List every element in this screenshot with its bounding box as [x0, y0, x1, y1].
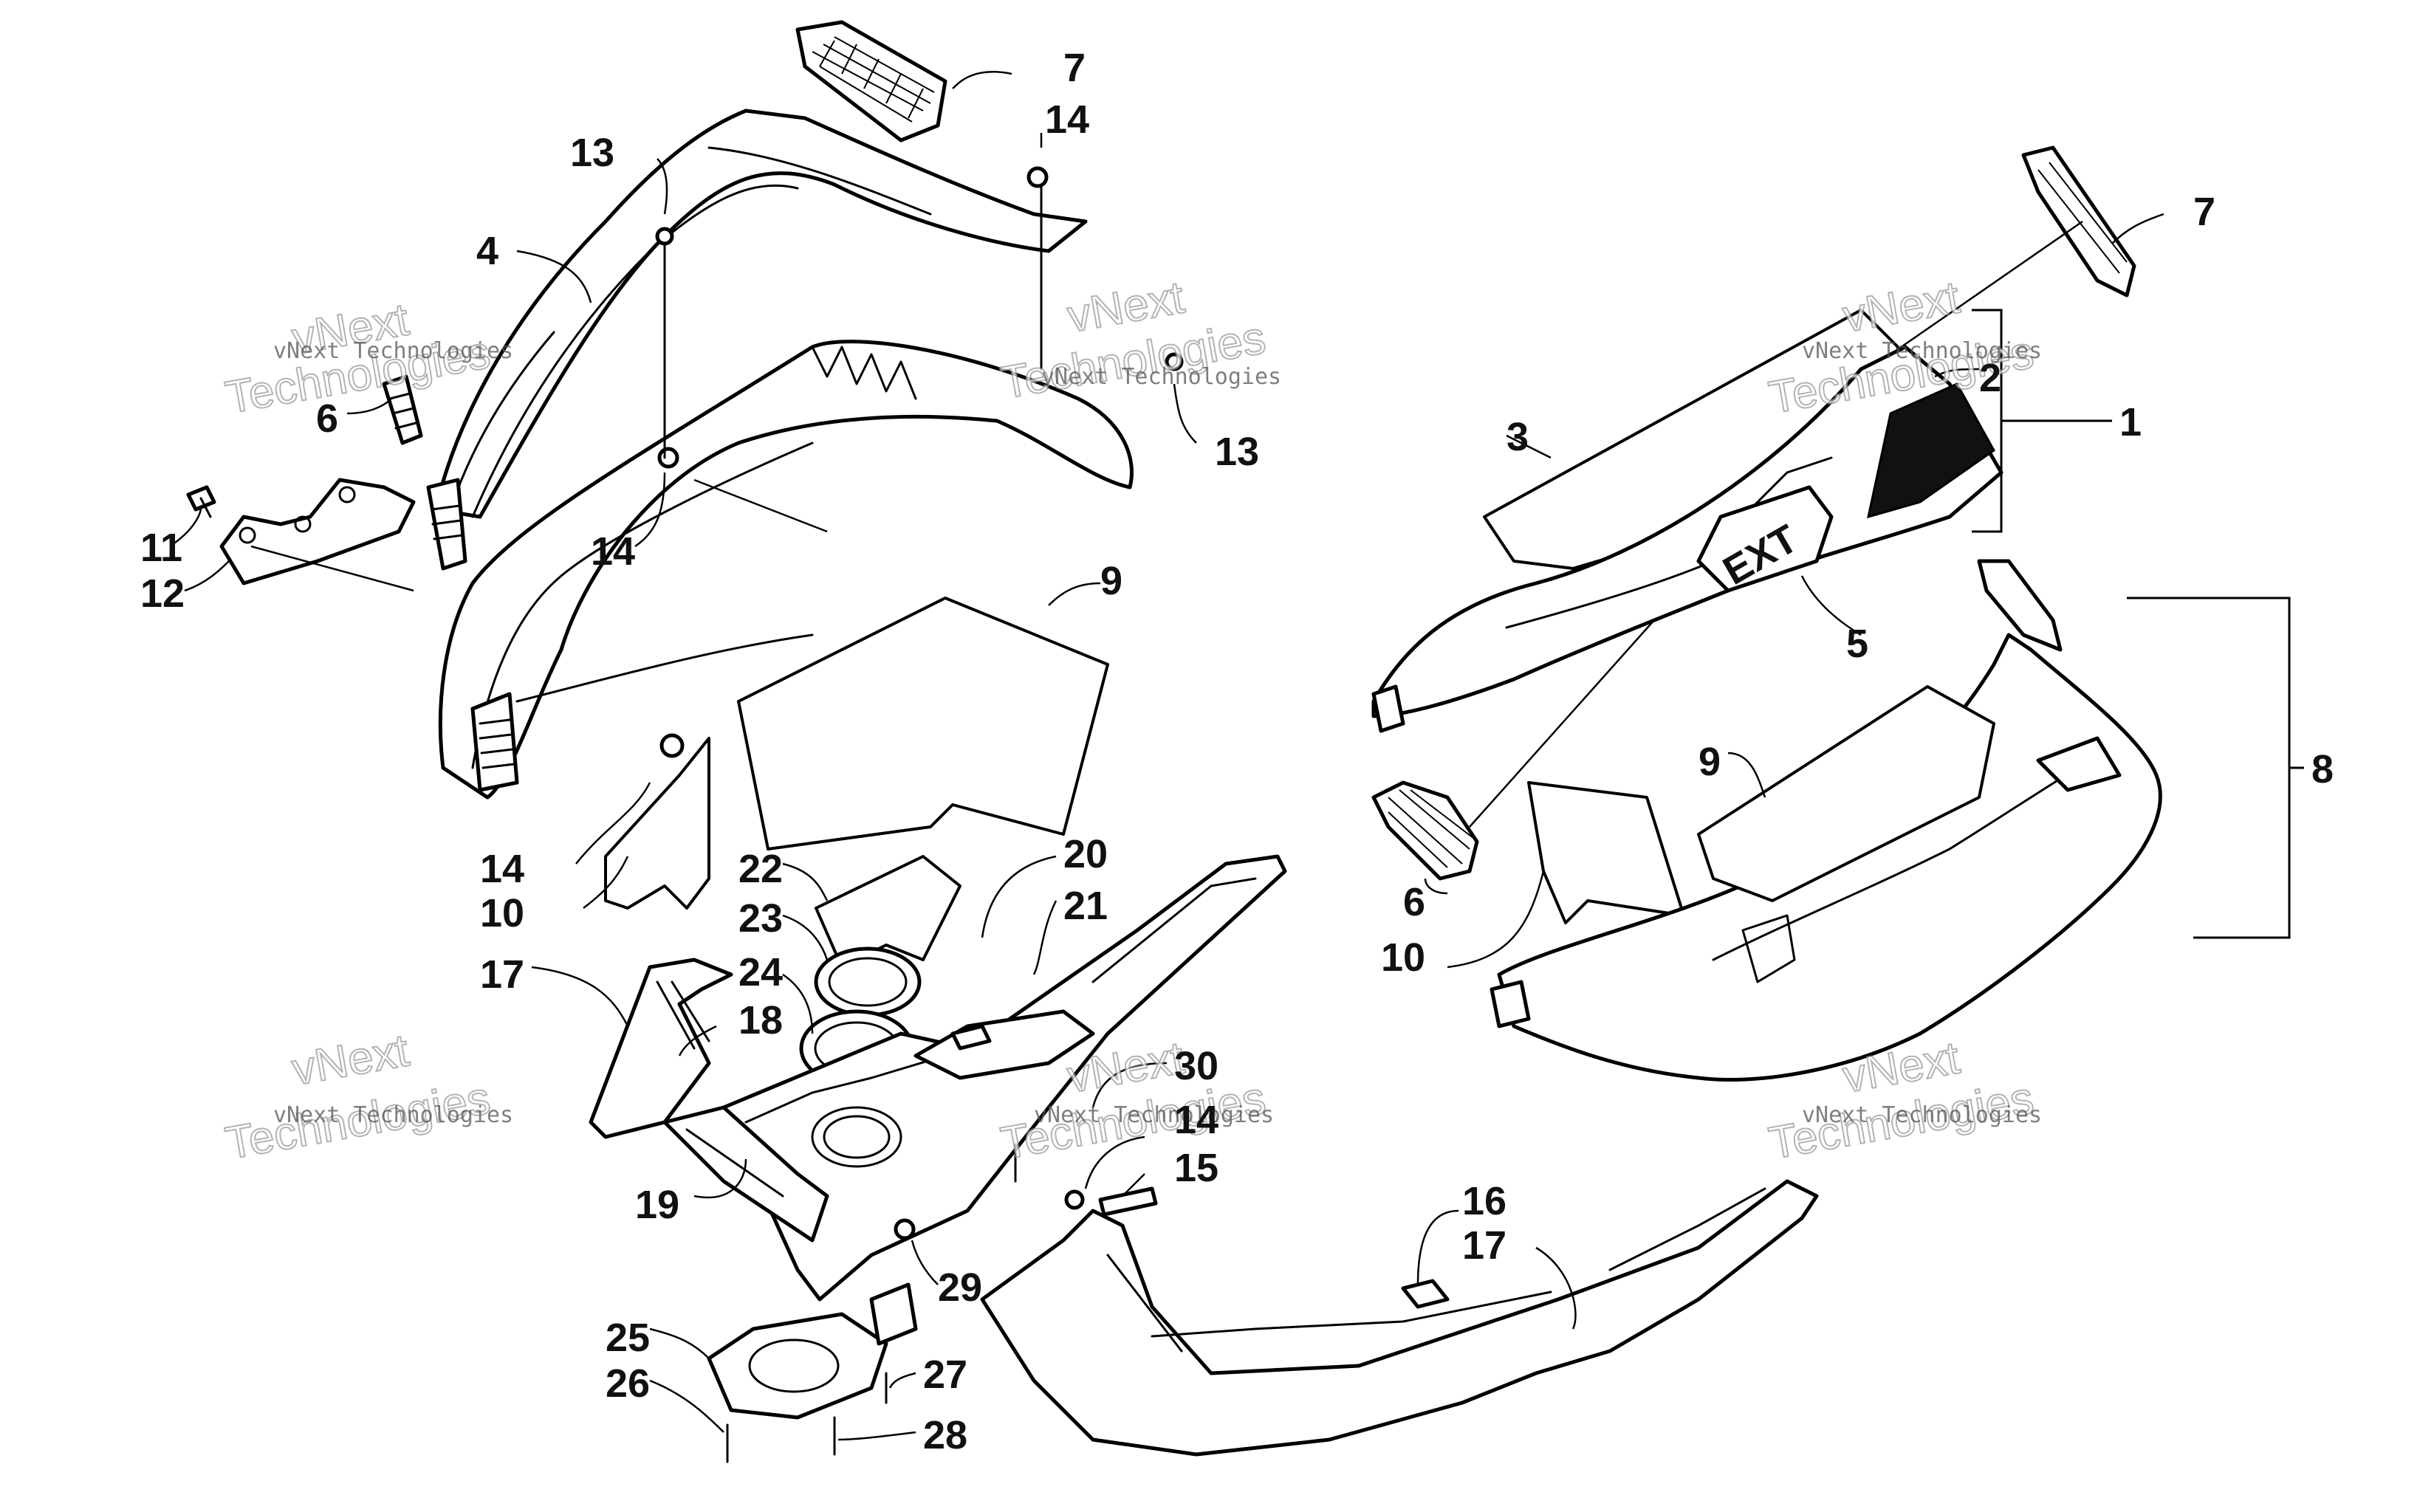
callout-17-bottom: 17	[1462, 1223, 1506, 1268]
callout-5: 5	[1846, 622, 1868, 666]
callout-3: 3	[1506, 415, 1529, 459]
callout-17-left: 17	[480, 952, 524, 997]
callout-12: 12	[140, 571, 185, 616]
callout-18: 18	[738, 998, 783, 1042]
callout-26: 26	[606, 1361, 650, 1406]
bracket-1	[1972, 309, 2112, 533]
watermark-company-f: vNext Technologies	[1802, 1102, 2042, 1128]
callout-7-right: 7	[2193, 190, 2215, 234]
callout-30: 30	[1174, 1044, 1218, 1088]
callout-9-right: 9	[1699, 740, 1721, 784]
screw-13-left	[655, 183, 1184, 459]
bolt-11	[186, 485, 216, 518]
fastener-14-left	[657, 166, 1049, 758]
callout-14-low: 14	[480, 847, 524, 891]
watermark-company-c: vNext Technologies	[1802, 338, 2042, 364]
decal-5: EXT	[1696, 485, 1834, 594]
skid-plate-21	[914, 1009, 1095, 1080]
callout-6-left: 6	[316, 396, 338, 441]
watermark-line1-d: vNext	[288, 1025, 412, 1095]
callout-24: 24	[738, 950, 783, 994]
callout-2: 2	[1979, 356, 2001, 400]
foam-pad-10-left	[604, 737, 710, 910]
callout-7-left: 7	[1063, 46, 1086, 90]
air-duct-19	[662, 1105, 829, 1243]
callout-16: 16	[1462, 1179, 1506, 1223]
hood-side-trim-6-left	[382, 374, 423, 445]
callout-22: 22	[738, 847, 783, 891]
callout-14-top: 14	[1045, 97, 1089, 142]
fasteners-26-27-28-29-30	[726, 1143, 1158, 1463]
callout-27: 27	[923, 1353, 967, 1397]
callout-10-right: 10	[1381, 935, 1425, 980]
callout-6-right: 6	[1403, 880, 1425, 924]
callout-1: 1	[2119, 400, 2142, 444]
callout-10-left: 10	[480, 891, 524, 935]
callout-25: 25	[606, 1316, 650, 1360]
clip-16	[1401, 1279, 1450, 1309]
left-duct-17	[589, 958, 733, 1139]
watermark-company-e: vNext Technologies	[1034, 1102, 1274, 1128]
callout-28: 28	[923, 1413, 967, 1457]
callout-13-top: 13	[570, 131, 614, 175]
callouts: 7 14 13 4 6 13 11 14 12 9 14 10 22 20 23…	[140, 46, 2334, 1457]
callout-9-left: 9	[1100, 559, 1122, 603]
callout-11: 11	[140, 526, 182, 570]
foam-pad-9-left	[737, 597, 1109, 850]
callout-23: 23	[738, 896, 783, 941]
callout-4: 4	[476, 229, 498, 273]
bracket-8	[2127, 597, 2304, 939]
callout-21: 21	[1063, 884, 1108, 928]
funnel-25	[707, 1282, 918, 1420]
hood-top-panel	[433, 109, 1088, 519]
foam-pad-9-right	[1697, 685, 1995, 902]
vent-grille-7-right	[2021, 145, 2136, 298]
side-bracket-12	[219, 478, 416, 585]
foam-pad-10-right	[1527, 781, 1685, 924]
callout-13-right: 13	[1215, 430, 1259, 474]
watermark-company-a: vNext Technologies	[273, 338, 513, 364]
vent-grille-6-right	[1371, 780, 1479, 881]
callout-20: 20	[1063, 832, 1108, 876]
vent-grille-7-left	[795, 20, 947, 142]
watermark-line1-c: vNext	[1839, 272, 1963, 342]
callout-8: 8	[2311, 747, 2334, 791]
callout-15: 15	[1174, 1146, 1218, 1190]
watermark-company-d: vNext Technologies	[273, 1102, 513, 1128]
callout-29: 29	[938, 1265, 982, 1310]
lower-belly-pan-17	[980, 1179, 1819, 1457]
hood-lower-shell	[426, 340, 1134, 800]
leader-lines	[169, 71, 2164, 1441]
callout-14-bottom: 14	[1174, 1098, 1218, 1142]
watermark-company-b: vNext Technologies	[1041, 364, 1281, 390]
callout-14-mid: 14	[591, 529, 635, 574]
upper-side-panel-1	[1371, 345, 2003, 733]
callout-19: 19	[635, 1183, 679, 1227]
